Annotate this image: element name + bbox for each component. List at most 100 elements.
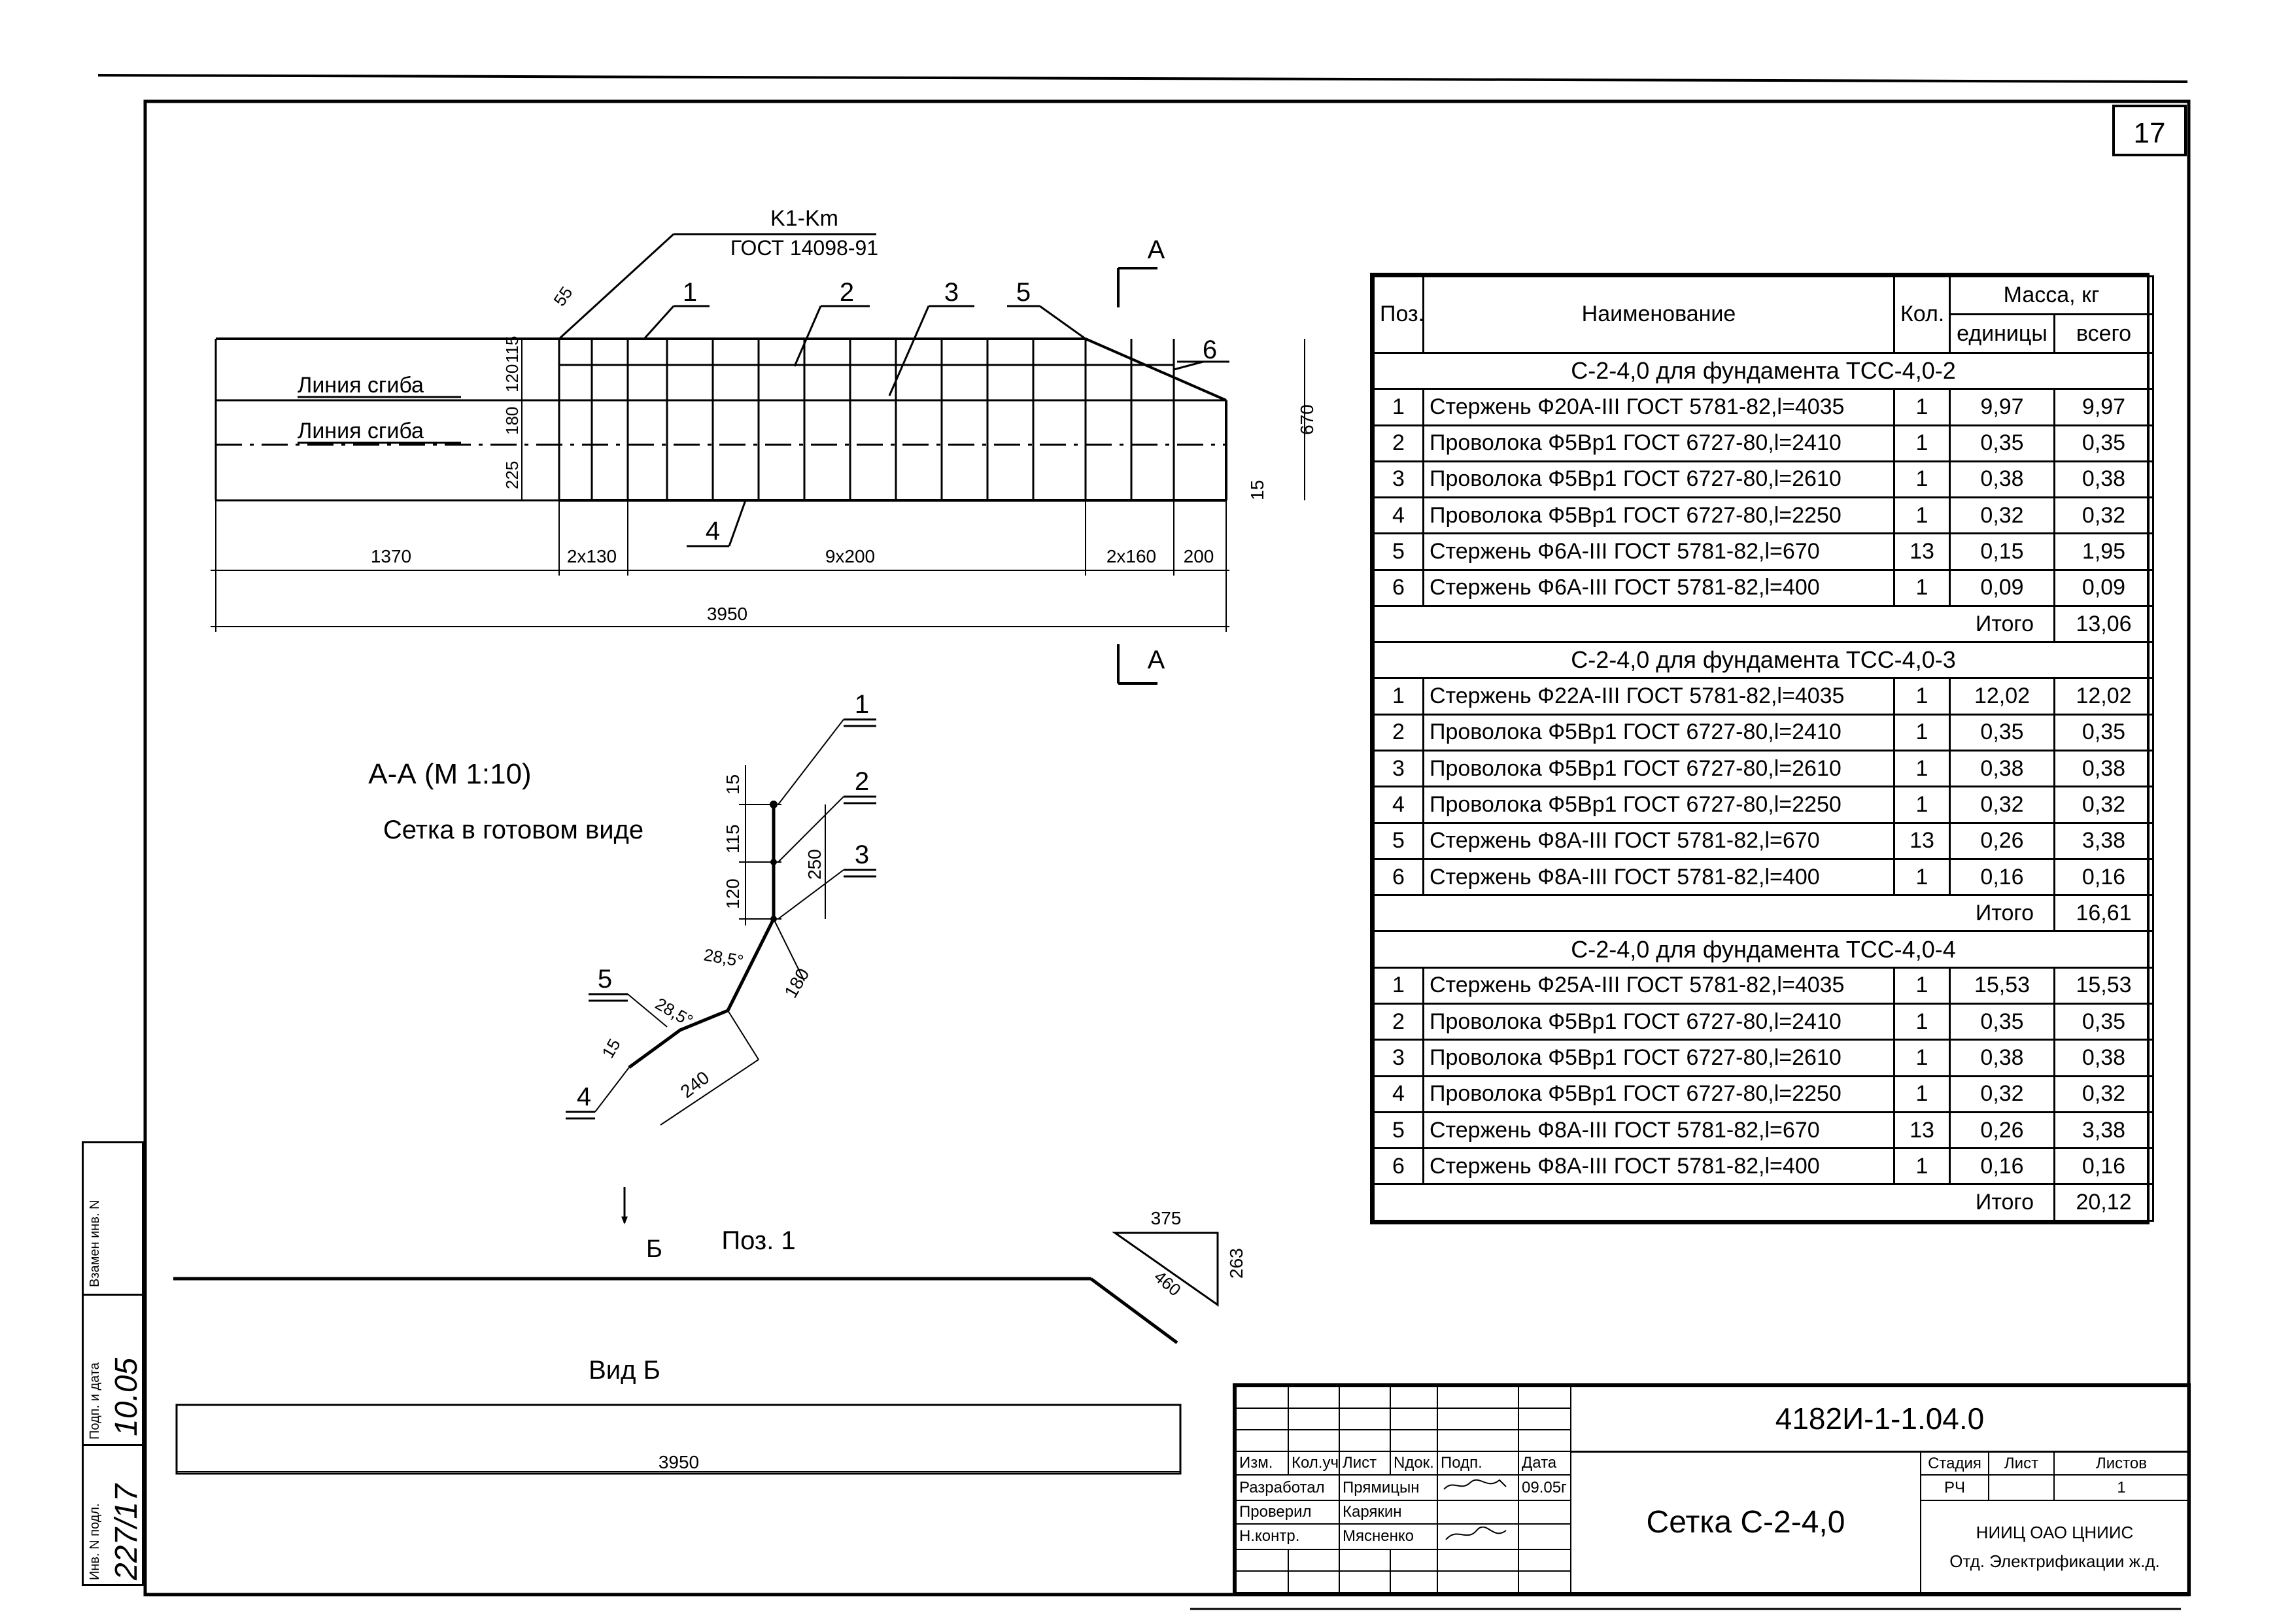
spec-unit-mass: 0,26	[1949, 821, 2055, 860]
spec-unit-mass: 12,02	[1949, 677, 2055, 716]
spec-name: Проволока Ф5Вр1 ГОСТ 6727-80,l=2250	[1422, 496, 1895, 535]
col-podp: Подп.	[1437, 1451, 1519, 1476]
spec-total-mass: 3,38	[2053, 1111, 2155, 1150]
spec-total-mass: 3,38	[2053, 821, 2155, 860]
spec-unit-mass: 0,38	[1949, 750, 2055, 788]
spec-pos: 3	[1373, 1039, 1424, 1077]
spec-total-mass: 0,38	[2053, 1039, 2155, 1077]
sec-dim-180: 180	[780, 965, 813, 1001]
col-kolich: Кол.уч.	[1288, 1451, 1340, 1476]
vdim-115: 115	[502, 336, 522, 363]
header-pos: Поз.	[1373, 275, 1424, 354]
hdim-200: 200	[1184, 546, 1214, 566]
drawing-frame	[143, 99, 2191, 1597]
weld-label: K1-Km	[770, 206, 838, 231]
sec-dim-15: 15	[723, 774, 743, 795]
sec-callout-3: 3	[855, 840, 869, 869]
spec-qty: 13	[1893, 1111, 1951, 1150]
callout-2: 2	[840, 278, 854, 307]
spec-pos: 3	[1373, 750, 1424, 788]
spec-total-mass: 0,16	[2053, 857, 2155, 897]
hdim-1370: 1370	[371, 546, 411, 566]
spec-pos: 4	[1373, 496, 1424, 535]
spec-qty: 1	[1893, 1147, 1951, 1186]
spec-qty: 1	[1893, 786, 1951, 824]
spec-pos: 4	[1373, 786, 1424, 824]
spec-pos: 2	[1373, 713, 1424, 752]
inv-orig-value: 227/17	[109, 1484, 144, 1580]
spec-unit-mass: 0,38	[1949, 1039, 2055, 1077]
spec-qty: 13	[1893, 821, 1951, 860]
tri-263: 263	[1226, 1248, 1246, 1279]
spec-pos: 6	[1373, 1147, 1424, 1186]
sec-callout-2: 2	[855, 767, 869, 796]
spec-unit-mass: 0,26	[1949, 1111, 2055, 1150]
spec-name: Стержень Ф22А-III ГОСТ 5781-82,l=4035	[1422, 677, 1895, 716]
spec-pos: 5	[1373, 1111, 1424, 1150]
norm-name: Мясненко	[1339, 1523, 1438, 1550]
spec-pos: 4	[1373, 1075, 1424, 1113]
sheets-value: 1	[2053, 1474, 2190, 1502]
sec-angle-1: 28,5°	[702, 944, 745, 971]
sec-dim-120: 120	[723, 878, 743, 909]
spec-qty: 13	[1893, 532, 1951, 571]
spec-total-mass: 0,38	[2053, 460, 2155, 499]
spec-total-label: Итого	[1373, 894, 2055, 933]
header-name: Наименование	[1422, 275, 1895, 354]
spec-unit-mass: 0,16	[1949, 1147, 2055, 1186]
spec-qty: 1	[1893, 496, 1951, 535]
view-b-length: 3950	[659, 1452, 699, 1472]
developed-date: 09.05г	[1518, 1474, 1571, 1502]
sec-dim-240: 240	[677, 1067, 713, 1102]
norm-label: Н.контр.	[1235, 1523, 1340, 1550]
hdim-2x130: 2x130	[567, 546, 617, 566]
angle-55: 55	[549, 283, 576, 310]
spec-total-mass: 15,53	[2053, 966, 2155, 1005]
header-unit: единицы	[1949, 313, 2055, 354]
specification-table: Поз. Наименование Кол. Масса, кг единицы…	[1370, 273, 2155, 1224]
spec-unit-mass: 0,32	[1949, 1075, 2055, 1113]
spec-total-value: 16,61	[2053, 894, 2155, 933]
spec-name: Стержень Ф8А-III ГОСТ 5781-82,l=670	[1422, 1111, 1895, 1150]
col-ndok: Nдок.	[1390, 1451, 1438, 1476]
spec-qty: 1	[1893, 1075, 1951, 1113]
callout-6: 6	[1203, 336, 1217, 364]
spec-qty: 1	[1893, 713, 1951, 752]
title-block: 4182И-1-1.04.0 Изм. Кол.уч. Лист Nдок. П…	[1233, 1383, 2191, 1596]
sheet-label: Лист	[1988, 1451, 2055, 1476]
spec-total-mass: 0,32	[2053, 786, 2155, 824]
spec-unit-mass: 9,97	[1949, 388, 2055, 426]
sheets-label: Листов	[2053, 1451, 2190, 1476]
spec-pos: 3	[1373, 460, 1424, 499]
spec-pos: 6	[1373, 568, 1424, 607]
hdim-total: 3950	[707, 604, 747, 624]
vdim-225: 225	[502, 461, 522, 489]
spec-unit-mass: 0,09	[1949, 568, 2055, 607]
spec-total-mass: 0,32	[2053, 496, 2155, 535]
sec-dim-115: 115	[723, 824, 743, 854]
dim-15-right: 15	[1247, 480, 1267, 500]
weld-standard: ГОСТ 14098-91	[730, 236, 878, 260]
spec-pos: 2	[1373, 1003, 1424, 1041]
spec-group-title: С-2-4,0 для фундамента ТСС-4,0-4	[1372, 930, 2155, 969]
spec-unit-mass: 0,35	[1949, 713, 2055, 752]
spec-name: Стержень Ф20А-III ГОСТ 5781-82,l=4035	[1422, 388, 1895, 426]
vdim-180: 180	[502, 407, 522, 435]
spec-name: Проволока Ф5Вр1 ГОСТ 6727-80,l=2410	[1422, 713, 1895, 752]
spec-pos: 1	[1373, 966, 1424, 1005]
col-data: Дата	[1518, 1451, 1571, 1476]
bend-line-label-1: Линия сгиба	[298, 373, 424, 398]
pos1-title: Поз. 1	[721, 1226, 795, 1255]
spec-name: Стержень Ф6А-III ГОСТ 5781-82,l=670	[1422, 532, 1895, 571]
spec-qty: 1	[1893, 424, 1951, 462]
org-name: НИИЦ ОАО ЦНИИС	[1924, 1518, 2185, 1547]
sec-callout-4: 4	[577, 1082, 591, 1111]
